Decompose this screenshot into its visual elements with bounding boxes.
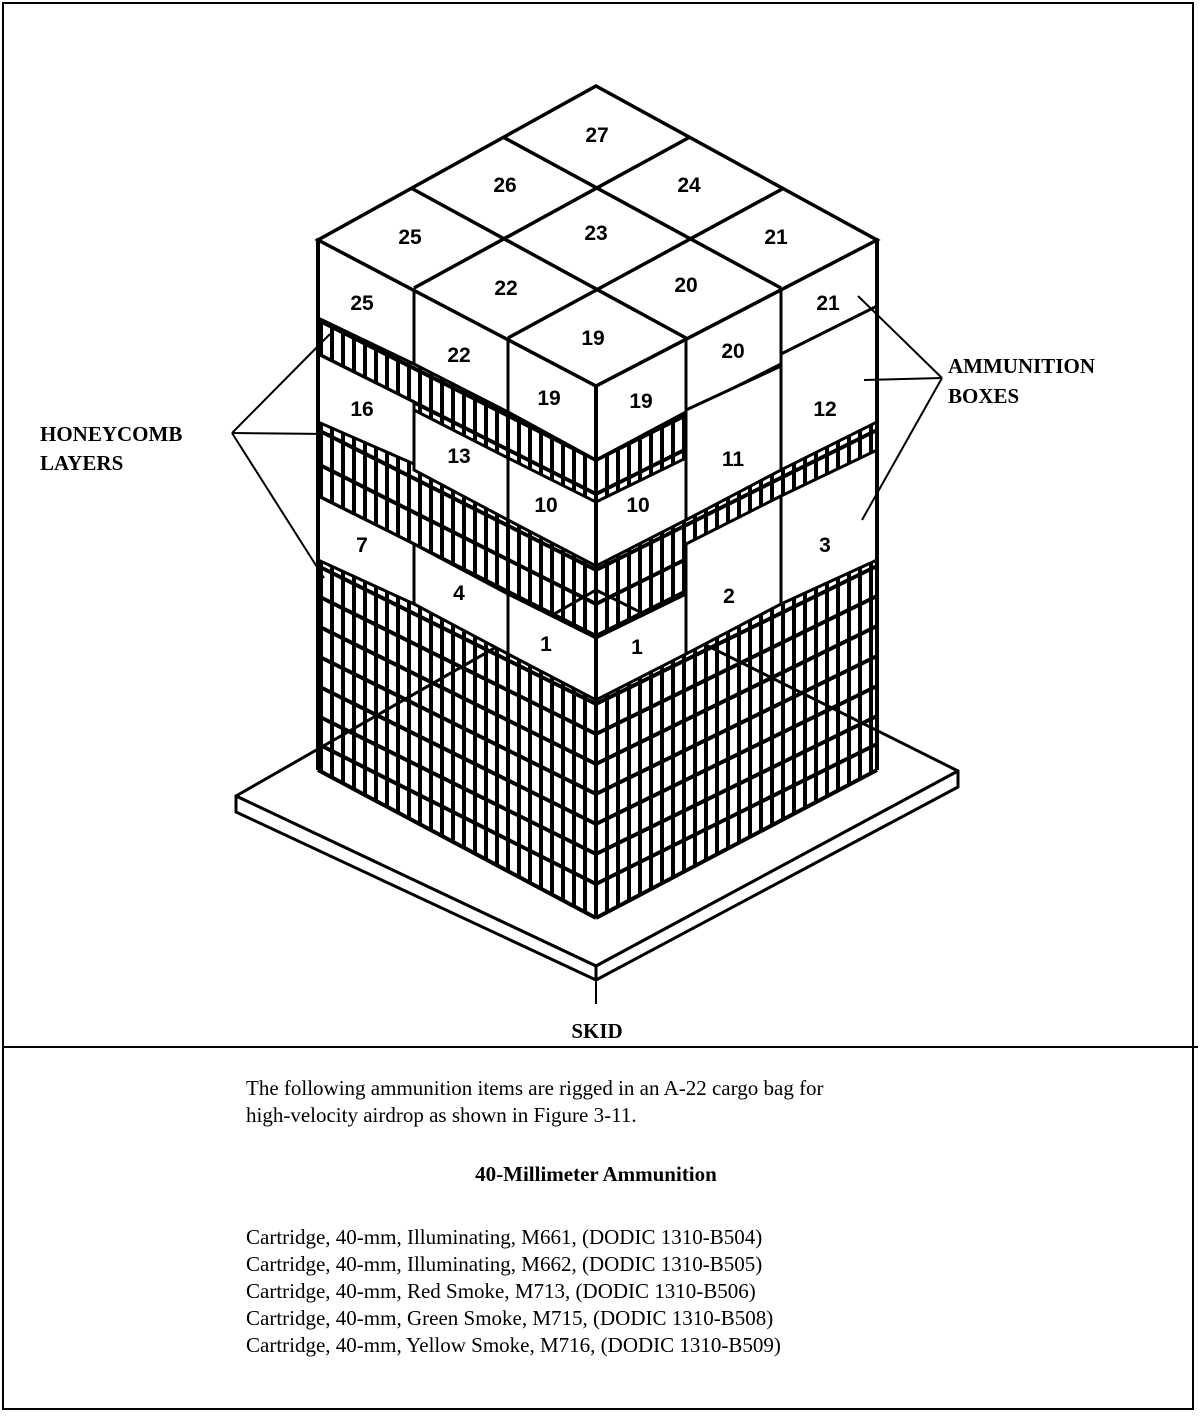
box-label: 4 xyxy=(453,582,465,605)
callout-line: HONEYCOMB xyxy=(40,422,182,446)
box-label: 10 xyxy=(626,494,649,517)
box-label: 19 xyxy=(629,390,652,413)
top-face-labels: 27 26 24 25 23 21 22 20 19 xyxy=(398,124,788,350)
box-label: 11 xyxy=(722,448,745,471)
box-label: 25 xyxy=(350,292,374,315)
callout-ammunition-boxes: AMMUNITION BOXES xyxy=(948,354,1095,408)
box-label: 19 xyxy=(581,327,604,350)
box-label: 7 xyxy=(356,534,368,557)
list-item: Cartridge, 40-mm, Yellow Smoke, M716, (D… xyxy=(246,1333,781,1357)
box-label: 3 xyxy=(819,534,831,557)
box-label: 24 xyxy=(677,174,701,197)
box-label: 2 xyxy=(723,585,735,608)
section-heading: 40-Millimeter Ammunition xyxy=(475,1162,717,1186)
description-block: The following ammunition items are rigge… xyxy=(246,1075,1176,1359)
list-item: Cartridge, 40-mm, Illuminating, M661, (D… xyxy=(246,1225,763,1249)
callout-skid: SKID xyxy=(571,1019,622,1043)
box-label: 1 xyxy=(631,636,643,659)
box-label: 21 xyxy=(764,226,788,249)
box-label: 19 xyxy=(537,387,560,410)
box-label: 22 xyxy=(447,344,470,367)
box-label: 16 xyxy=(350,398,373,421)
load-diagram: 27 26 24 25 23 21 22 20 19 25 22 16 13 1… xyxy=(40,84,1095,1043)
box-label: 1 xyxy=(540,633,552,656)
right-face xyxy=(594,237,879,918)
box-label: 23 xyxy=(584,222,607,245)
callout-leaders xyxy=(231,295,943,1004)
callout-line: AMMUNITION xyxy=(948,354,1095,378)
box-label: 26 xyxy=(493,174,516,197)
box-label: 12 xyxy=(813,398,836,421)
callout-line: BOXES xyxy=(948,384,1019,408)
box-label: 20 xyxy=(721,340,744,363)
right-face-labels: 21 20 19 12 11 10 3 2 1 xyxy=(626,292,840,659)
callout-honeycomb-layers: HONEYCOMB LAYERS xyxy=(40,422,182,475)
box-label: 25 xyxy=(398,226,422,249)
box-label: 27 xyxy=(585,124,608,147)
list-item: Cartridge, 40-mm, Green Smoke, M715, (DO… xyxy=(246,1306,774,1330)
top-face xyxy=(314,84,881,388)
callout-line: LAYERS xyxy=(40,451,123,475)
box-label: 10 xyxy=(534,494,557,517)
list-item: Cartridge, 40-mm, Red Smoke, M713, (DODI… xyxy=(246,1279,756,1303)
box-label: 22 xyxy=(494,277,517,300)
section-divider xyxy=(2,1046,1198,1048)
left-face-labels: 25 22 16 13 19 7 10 4 1 xyxy=(350,292,560,656)
box-label: 21 xyxy=(816,292,840,315)
box-label: 13 xyxy=(447,445,470,468)
ammunition-list: Cartridge, 40-mm, Illuminating, M661, (D… xyxy=(246,1224,1176,1359)
box-label: 20 xyxy=(674,274,697,297)
intro-paragraph: The following ammunition items are rigge… xyxy=(246,1076,824,1127)
list-item: Cartridge, 40-mm, Illuminating, M662, (D… xyxy=(246,1252,763,1276)
